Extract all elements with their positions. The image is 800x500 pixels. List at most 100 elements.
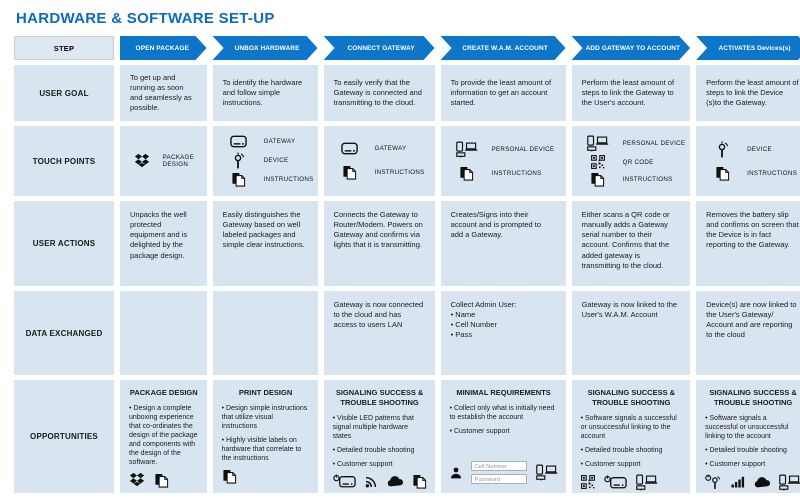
step-arrow-create-w-a-m-account: CREATE W.A.M. ACCOUNT <box>441 36 566 60</box>
instructions-icon <box>154 473 169 488</box>
touchpoint-device: DEVICE <box>226 151 314 169</box>
opportunity-title: MINIMAL REQUIREMENTS <box>456 388 551 397</box>
touchpoint-label: INSTRUCTIONS <box>747 170 798 178</box>
qr-code-icon <box>590 155 605 169</box>
cell-data_exchanged-1 <box>120 291 207 375</box>
cell-user_goal-6: Perform the least amount of steps to lin… <box>696 65 800 121</box>
touchpoint-label: INSTRUCTIONS <box>622 176 673 183</box>
cell-user_actions-5: Either scans a QR code or manually adds … <box>571 201 691 286</box>
cell-opportunities-3: SIGNALING SUCCESS & TROUBLE SHOOTING• Vi… <box>323 380 435 493</box>
instructions-icon <box>459 166 474 181</box>
step-arrow-connect-gateway: CONNECT GATEWAY <box>324 36 435 60</box>
touchpoint-package-design: PACKAGE DESIGN <box>133 153 203 169</box>
touchpoint-label: PACKAGE DESIGN <box>162 154 195 168</box>
step-arrow-activates-devices-s: ACTIVATES Devices(s) <box>696 36 800 60</box>
page-title: HARDWARE & SOFTWARE SET-UP <box>16 10 275 27</box>
touchpoint-gateway: GATEWAY <box>337 142 431 155</box>
opportunity-bullet: • Software signals a successful or unsuc… <box>580 414 677 440</box>
opportunity-bullet: • Detailed trouble shooting <box>705 446 787 454</box>
row-label-touch-points: TOUCH POINTS <box>14 126 114 196</box>
cell-user_goal-2: To identify the hardware and follow simp… <box>212 65 318 121</box>
cell-data_exchanged-2 <box>212 291 318 375</box>
cell-user_actions-2: Easily distinguishes the Gateway based o… <box>212 201 318 286</box>
opportunity-icons <box>222 469 310 484</box>
cell-touch-points-3: GATEWAY INSTRUCTIONS <box>323 126 435 196</box>
touchpoint-personal-device: PERSONAL DEVICE <box>585 135 687 152</box>
cell-number-field: Cell Number <box>470 461 527 471</box>
cell-opportunities-1: PACKAGE DESIGN • Design a complete unboxi… <box>120 380 207 493</box>
touchpoint-instructions: INSTRUCTIONS <box>454 166 562 181</box>
cell-user_actions-3: Connects the Gateway to Router/Modem. Po… <box>323 201 435 286</box>
cell-touch-points-4: PERSONAL DEVICE INSTRUCTIONS <box>440 126 566 196</box>
cloud-icon <box>754 477 771 488</box>
instructions-icon <box>715 166 730 181</box>
touchpoint-label: PERSONAL DEVICE <box>622 140 686 147</box>
gateway-power-icon <box>332 474 356 488</box>
cell-user_actions-6: Removes the battery slip and confirms on… <box>696 201 800 286</box>
gateway-power-icon <box>603 475 627 489</box>
opportunity-bullet: • Software signals a successful or unsuc… <box>705 414 789 440</box>
opportunity-bullet: • Visible LED patterns that signal multi… <box>332 414 414 440</box>
touchpoint-label: GATEWAY <box>263 138 296 146</box>
touchpoint-label: QR CODE <box>622 158 654 166</box>
signal-bars-icon <box>731 476 745 488</box>
touchpoint-label: INSTRUCTIONS <box>491 170 542 178</box>
opportunity-bullet: • Detailed trouble shooting <box>580 446 663 454</box>
device-icon <box>716 141 729 158</box>
cell-user_goal-4: To provide the least amount of informati… <box>440 65 566 121</box>
instructions-icon <box>222 469 237 484</box>
opportunity-bullet: • Design a complete unboxing experience … <box>129 404 198 467</box>
cell-user_goal-5: Perform the least amount of steps to lin… <box>571 65 691 121</box>
instructions-icon <box>231 172 246 187</box>
cloud-icon <box>387 476 403 487</box>
row-label-data-exchanged: DATA EXCHANGED <box>14 291 114 375</box>
cell-touch-points-2: GATEWAY DEVICE INSTRUCTIONS <box>212 126 318 196</box>
opportunity-icons <box>580 474 683 491</box>
touchpoint-instructions: INSTRUCTIONS <box>709 166 800 181</box>
opportunity-bullet: • Highly visible labels on hardware that… <box>221 437 302 463</box>
cell-opportunities-4: MINIMAL REQUIREMENTS• Collect only what … <box>440 380 566 493</box>
touchpoint-gateway: GATEWAY <box>226 135 314 148</box>
cell-opportunities-2: PRINT DESIGN• Design simple instructions… <box>212 380 318 493</box>
touchpoint-label: INSTRUCTIONS <box>374 169 425 176</box>
device-icon <box>232 151 245 169</box>
row-label-opportunities: OPPORTUNITIES <box>14 380 114 493</box>
instructions-icon <box>590 172 605 187</box>
row-label-user-actions: USER ACTIONS <box>14 201 114 286</box>
touchpoint-instructions: INSTRUCTIONS <box>226 172 314 187</box>
personal-device-icon <box>635 474 658 491</box>
touchpoint-label: DEVICE <box>747 145 772 153</box>
opportunity-bullet: • Customer support <box>449 427 510 435</box>
person-icon <box>450 467 462 479</box>
touchpoint-device: DEVICE <box>709 141 800 158</box>
instructions-icon <box>342 165 357 180</box>
touchpoint-label: DEVICE <box>263 156 289 164</box>
device-power-icon <box>705 474 722 490</box>
cell-data_exchanged-6: Device(s) are now linked to the User's G… <box>696 291 800 375</box>
touchpoint-instructions: INSTRUCTIONS <box>585 172 687 187</box>
personal-device-icon <box>535 464 558 481</box>
gateway-icon <box>341 142 358 155</box>
opportunity-bullet: • Design simple instructions that utiliz… <box>221 404 308 430</box>
opportunity-bullet: • Customer support <box>332 460 393 468</box>
password-field: Password <box>470 474 527 484</box>
cell-user_actions-4: Creates/Signs into their account and is … <box>440 201 566 286</box>
step-arrow-add-gateway-to-account: ADD GATEWAY TO ACCOUNT <box>572 36 691 60</box>
instructions-icon <box>412 474 427 489</box>
opportunity-icons <box>129 472 199 488</box>
touchpoint-label: INSTRUCTIONS <box>263 175 314 183</box>
cell-data_exchanged-4: Collect Admin User: • Name • Cell Number… <box>440 291 566 375</box>
step-arrow-unbox-hardware: UNBOX HARDWARE <box>213 36 318 60</box>
qr-code-icon <box>580 475 595 490</box>
touchpoint-personal-device: PERSONAL DEVICE <box>454 141 562 158</box>
personal-device-icon <box>779 474 800 491</box>
cell-touch-points-1: PACKAGE DESIGN <box>120 126 207 196</box>
personal-device-icon <box>455 141 478 158</box>
opportunity-bullet: • Customer support <box>580 460 641 468</box>
opportunity-title: PACKAGE DESIGN <box>129 388 198 397</box>
cell-user_goal-1: To get up and running as soon and seamle… <box>120 65 207 121</box>
package-icon <box>129 472 145 488</box>
opportunity-icons <box>332 474 427 489</box>
